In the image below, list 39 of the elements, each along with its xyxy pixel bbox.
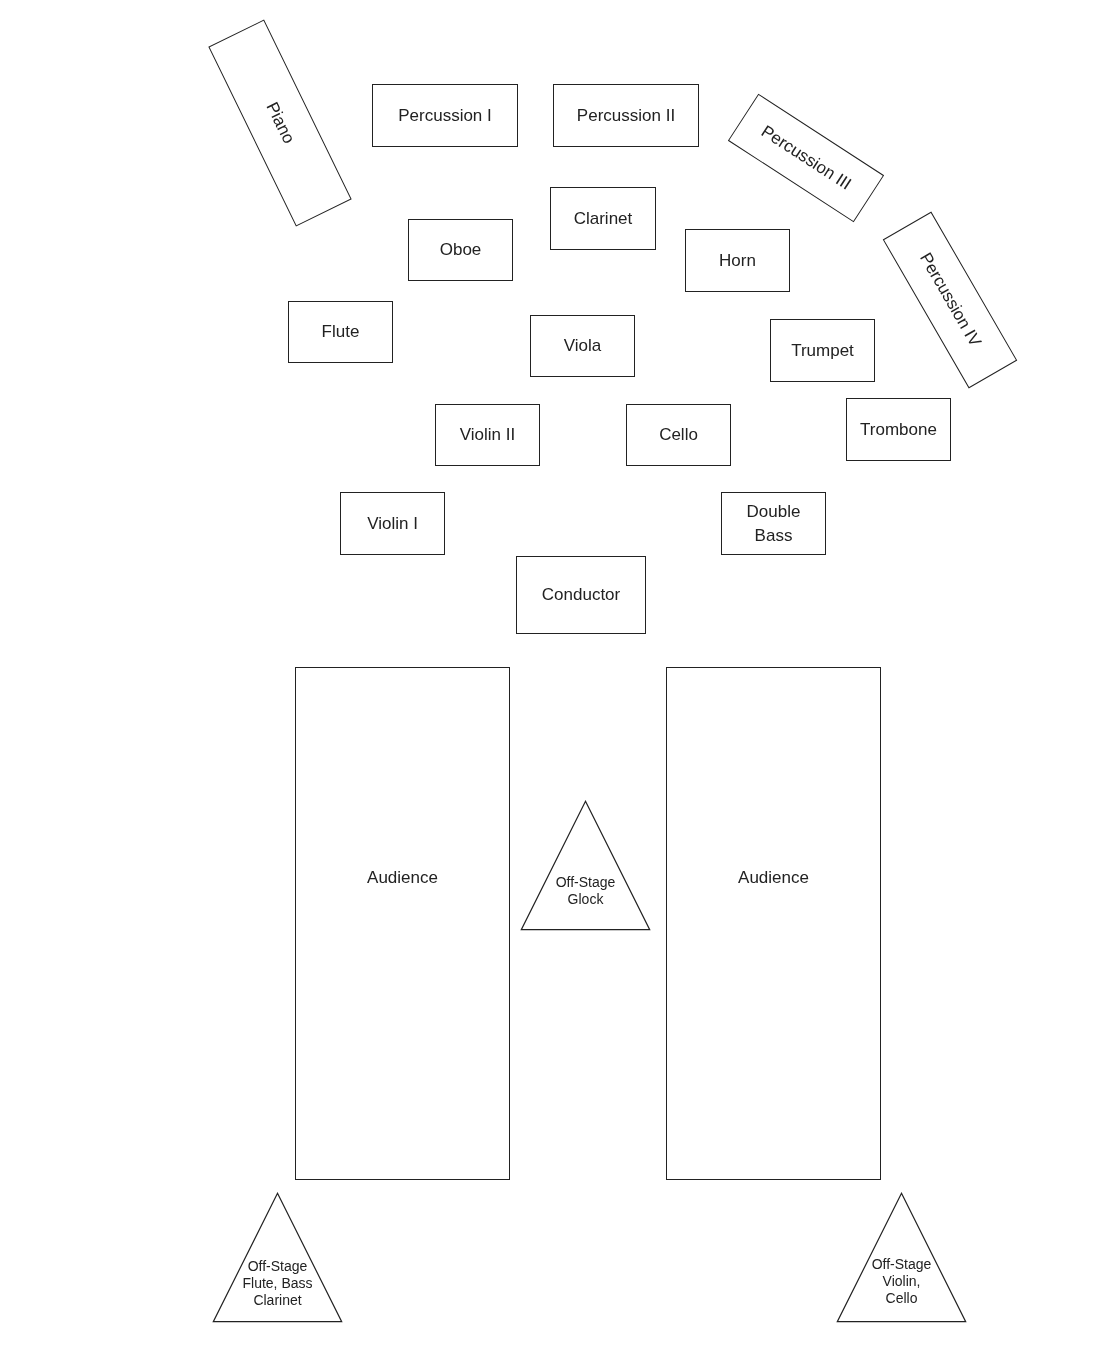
node-label: Off-Stage Violin, Cello	[870, 1256, 933, 1307]
instrument-box	[553, 84, 699, 147]
instrument-box	[288, 301, 393, 363]
node-label: Audience	[367, 867, 438, 889]
instrument-box	[626, 404, 731, 466]
offstage-triangle	[212, 1192, 343, 1323]
audience-area	[666, 667, 881, 1180]
instrument-box	[770, 319, 875, 382]
instrument-box	[550, 187, 656, 250]
node-label: Clarinet	[573, 207, 633, 230]
node-label: Cello	[659, 424, 698, 447]
instrument-box	[721, 492, 826, 555]
node-label: Piano	[261, 98, 300, 148]
node-label: Oboe	[439, 239, 482, 262]
node-label: Double Bass	[745, 500, 802, 547]
node-label: Off-Stage Glock	[554, 874, 617, 908]
instrument-box	[340, 492, 445, 555]
node-label: Violin II	[459, 424, 516, 447]
node-label: Horn	[719, 249, 756, 272]
offstage-triangle	[836, 1192, 967, 1323]
instrument-box	[530, 315, 635, 377]
node-label: Violin I	[367, 512, 418, 535]
node-label: Trumpet	[791, 339, 854, 362]
offstage-triangle	[520, 800, 651, 931]
instrument-box	[408, 219, 513, 281]
node-label: Viola	[563, 335, 602, 358]
node-label: Off-Stage Flute, Bass Clarinet	[241, 1258, 314, 1309]
node-label: Audience	[738, 867, 809, 889]
node-label: Trombone	[860, 418, 937, 441]
node-label: Percussion I	[398, 104, 492, 127]
node-label: Flute	[321, 321, 360, 344]
node-label: Conductor	[541, 584, 621, 607]
instrument-box	[846, 398, 951, 461]
instrument-box	[372, 84, 518, 147]
instrument-box	[516, 556, 646, 634]
audience-area	[295, 667, 510, 1180]
node-label: Percussion II	[576, 104, 676, 127]
instrument-box	[685, 229, 790, 292]
instrument-box	[435, 404, 540, 466]
